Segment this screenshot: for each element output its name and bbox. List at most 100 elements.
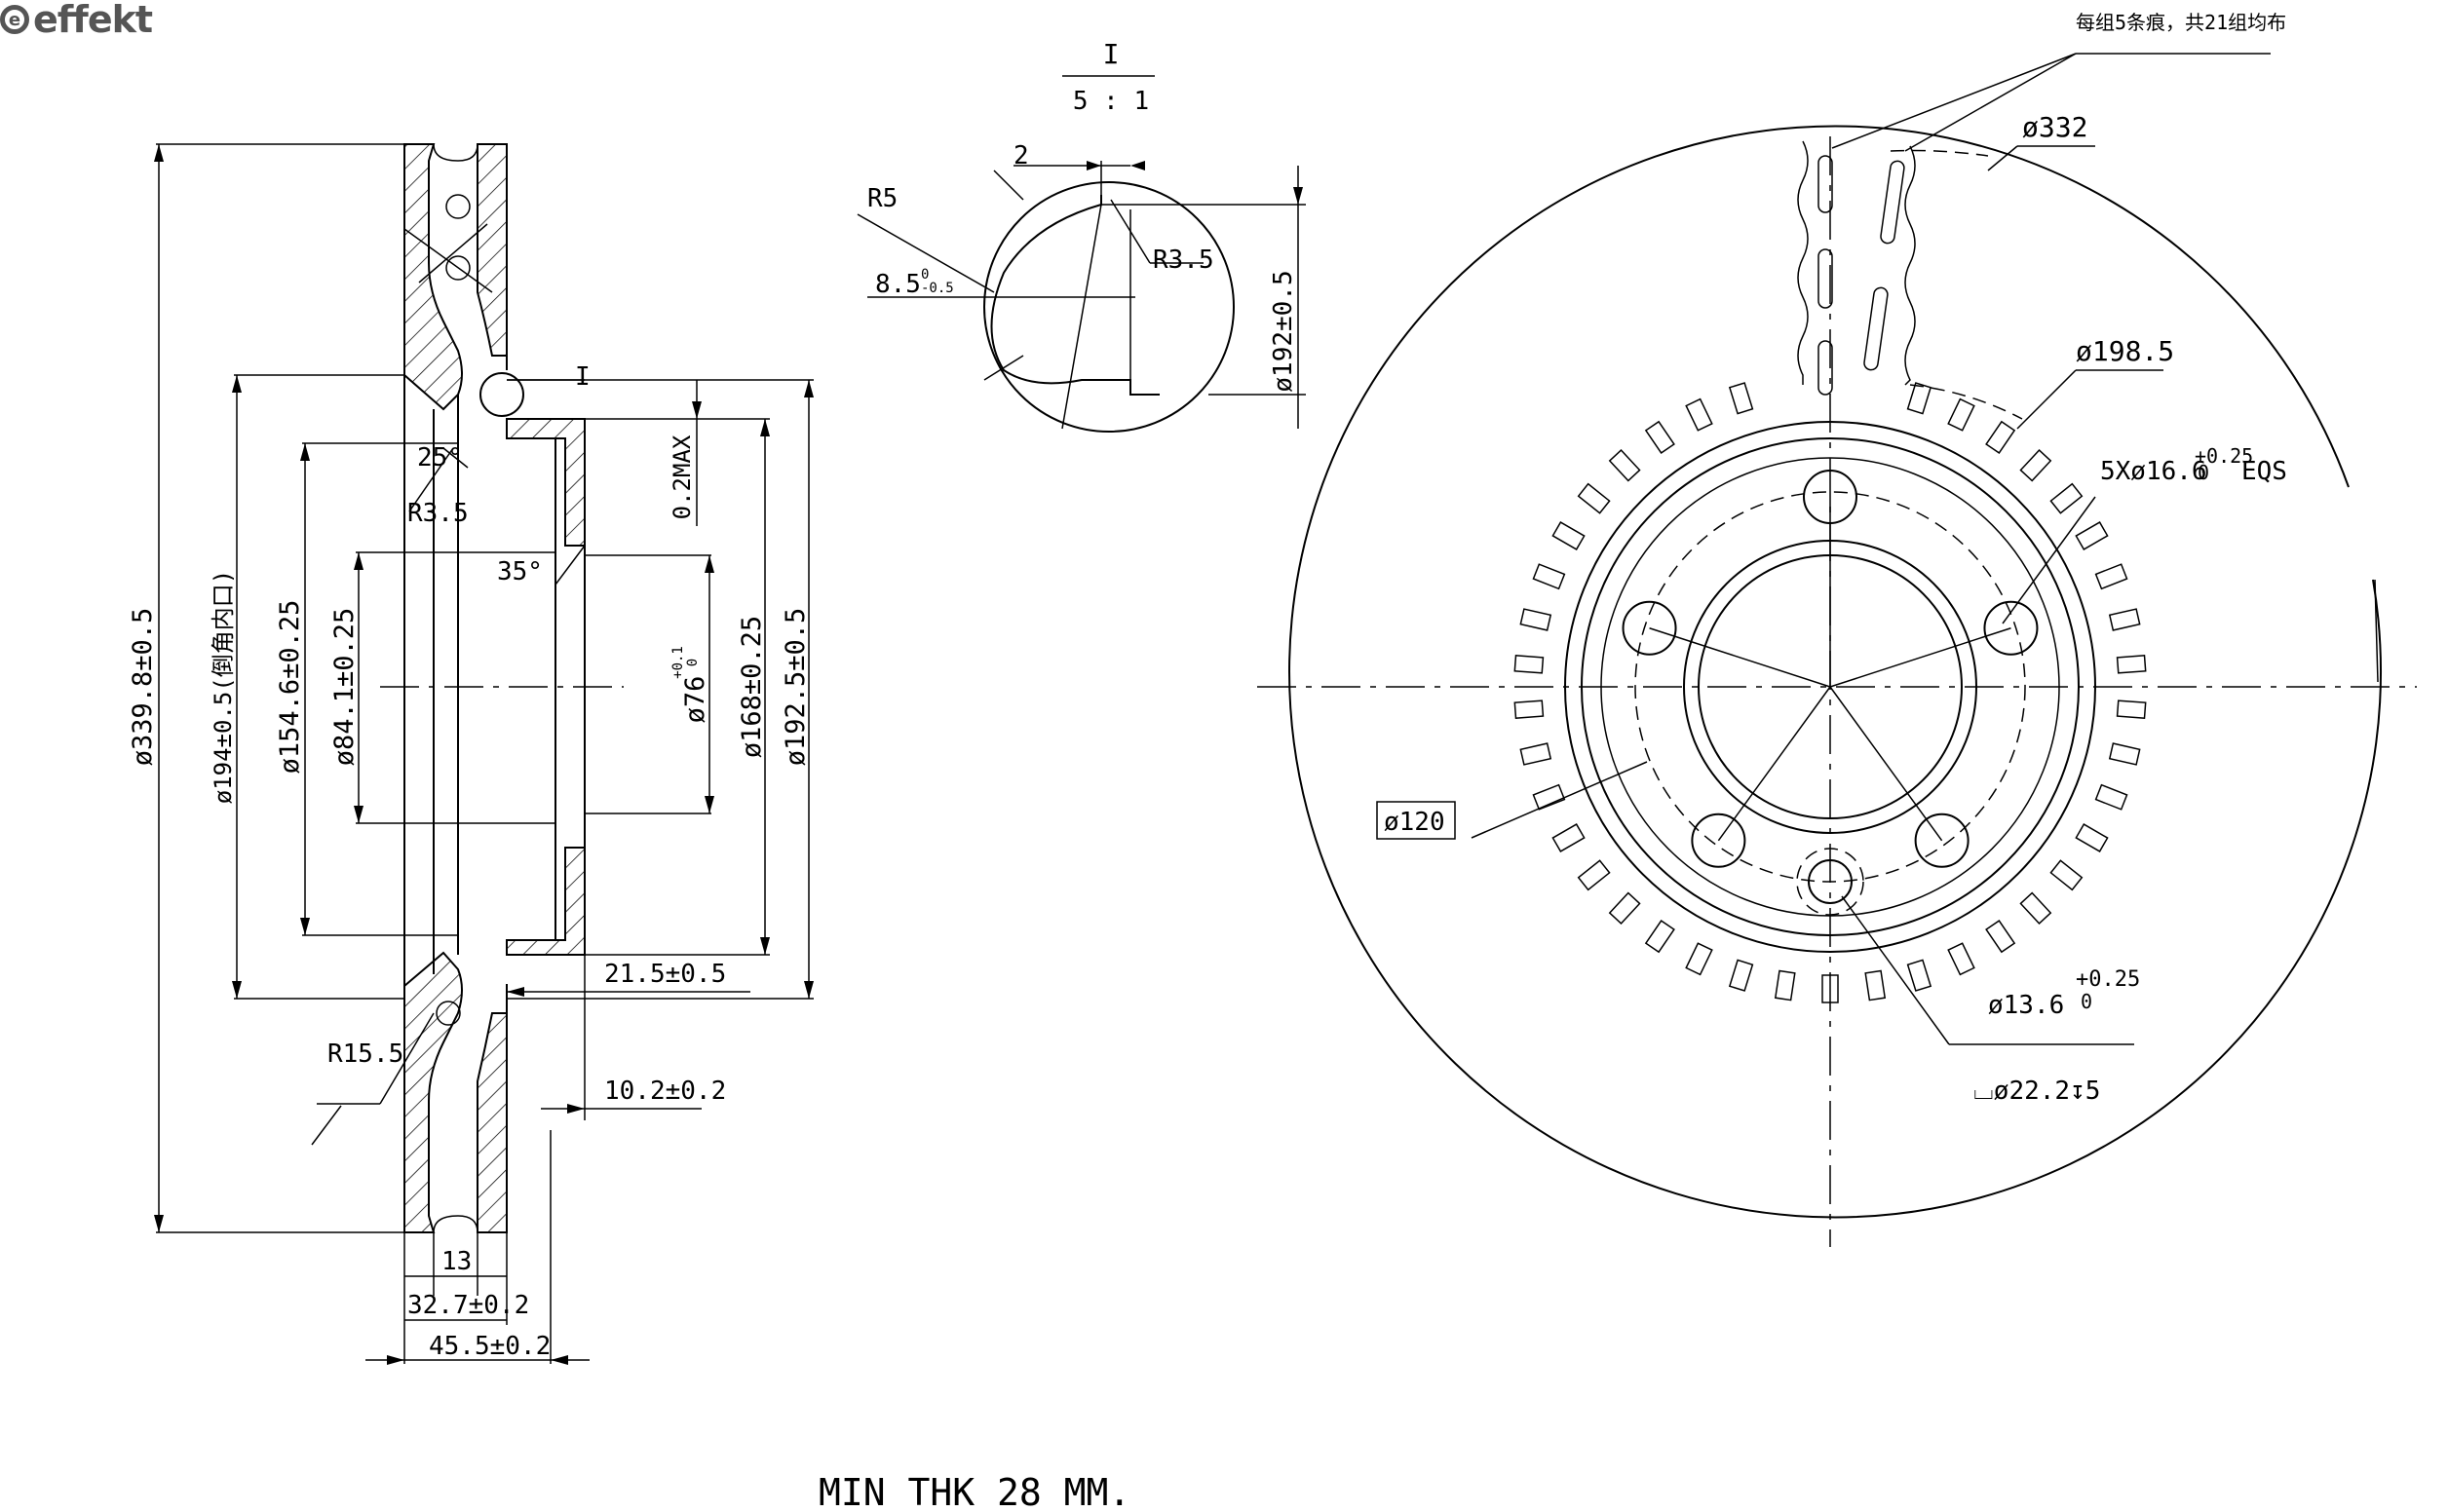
dim-76-tol-lower: 0	[685, 659, 701, 666]
dim-holes: 5Xø16.6	[2100, 457, 2207, 486]
bolt-radials	[1649, 497, 2011, 842]
bolt-hole	[1622, 600, 1677, 656]
vent-window	[1513, 699, 1545, 719]
bolt-hole	[1691, 813, 1746, 868]
dim-d13-6-tol-upper: +0.25	[2076, 967, 2140, 992]
dim-194: ø194±0.5(倒角内口)	[210, 570, 237, 805]
vane-circle	[436, 1001, 461, 1026]
angle-35-label: 35°	[497, 557, 543, 586]
vent-window-ring	[1513, 382, 2147, 1003]
detail-circle	[983, 181, 1235, 433]
section-dimension-lines: I	[154, 143, 814, 1365]
outer-plate-bottom	[477, 1012, 508, 1233]
vent-window	[1551, 823, 1586, 852]
dim-holes-eqs: EQS	[2241, 457, 2287, 486]
dim-76-tol-upper: +0.1	[670, 646, 686, 679]
inner-plate-bottom	[403, 951, 463, 1233]
detail-dim-8-5-tol-lower: -0.5	[921, 281, 954, 296]
bolt-holes	[1622, 470, 2039, 868]
vent-window	[1728, 959, 1754, 992]
brand-logo: e effekt	[0, 0, 153, 41]
radial-line	[1829, 627, 2011, 688]
vent-window	[2019, 448, 2052, 482]
vane-lines	[403, 223, 493, 293]
vent-window	[1864, 969, 1887, 1002]
vent-slot-bottom	[433, 1215, 478, 1233]
hub-hat-bottom	[506, 847, 586, 956]
dim-192-5: ø192.5±0.5	[781, 608, 811, 767]
dim-holes-tol-upper: +0.25	[2195, 444, 2253, 468]
front-view: 每组5条痕，共21组均布 ø332 ø198.5 5Xø16.6 +0.25 0…	[1257, 11, 2417, 1247]
vent-window	[2094, 563, 2128, 590]
slot	[1880, 160, 1905, 245]
detail-label: I	[1103, 38, 1120, 70]
outer-plate-top	[477, 143, 508, 357]
vent-window	[1906, 959, 1932, 992]
vane-circle	[445, 194, 471, 219]
detail-dim-8-5-tol-upper: 0	[921, 267, 929, 283]
vent-window	[1821, 974, 1839, 1003]
slot	[1817, 155, 1833, 213]
bolt-hole	[1983, 600, 2039, 656]
vent-window	[1608, 891, 1641, 926]
inner-plate-top	[403, 143, 463, 411]
dim-32-7: 32.7±0.2	[407, 1291, 529, 1320]
vent-window	[2049, 859, 2084, 891]
vent-window	[1532, 563, 1566, 590]
arc-198	[1909, 384, 2023, 420]
vent-window	[1947, 397, 1975, 432]
dim-76: ø76	[680, 676, 710, 724]
locator-hole	[1808, 859, 1853, 904]
slot	[1817, 340, 1833, 396]
detail-dim-8-5: 8.5	[875, 270, 921, 299]
vent-window	[1519, 742, 1552, 766]
vent-window	[1728, 382, 1754, 415]
dim-holes-tol-lower: 0	[2198, 461, 2209, 484]
vent-window	[1532, 783, 1566, 811]
arc-332	[1890, 149, 1989, 157]
vent-window	[1985, 920, 2016, 954]
dim-counterbore: ⌴ø22.2↧5	[1973, 1077, 2100, 1106]
dim-d13-6-tol-lower: 0	[2081, 990, 2092, 1013]
angle-25-label: 25°	[417, 443, 463, 472]
vent-window	[1644, 420, 1675, 454]
section-outline	[403, 144, 508, 1232]
dim-outer-diameter: ø339.8±0.5	[128, 608, 158, 767]
slot	[1817, 248, 1833, 309]
detail-d-192: ø192±0.5	[1269, 270, 1298, 392]
vent-window	[1985, 420, 2016, 454]
vent-window	[2075, 521, 2109, 550]
r15-5-label: R15.5	[327, 1040, 403, 1069]
vent-window	[1947, 942, 1975, 976]
detail-profile	[990, 195, 1160, 396]
vent-window	[1608, 448, 1641, 482]
dim-21-5: 21.5±0.5	[604, 960, 726, 989]
hub-hat-top	[506, 418, 586, 547]
hat-circle-3	[1600, 457, 2060, 917]
hub-bore	[555, 438, 586, 940]
vent-window	[2075, 823, 2109, 852]
vent-window	[2019, 891, 2052, 926]
dim-168: ø168±0.25	[737, 616, 767, 758]
disc-outer-edge	[1288, 125, 2383, 1219]
vent-window	[2049, 482, 2084, 514]
detail-r3-5: R3.5	[1153, 246, 1214, 275]
vane-circle	[445, 255, 471, 281]
dim-45-5: 45.5±0.2	[429, 1332, 551, 1361]
vent-window	[2108, 608, 2141, 631]
vent-window	[2116, 699, 2147, 719]
disc-edge-break	[2374, 579, 2379, 683]
dim-13: 13	[441, 1247, 472, 1276]
detail-ref-label: I	[575, 362, 591, 392]
detail-r5: R5	[867, 184, 898, 213]
vent-window	[1685, 397, 1713, 432]
hat-circle-2	[1581, 437, 2080, 936]
detail-scale: 5 : 1	[1073, 87, 1149, 116]
slot	[1863, 286, 1889, 371]
effekt-e-icon: e	[0, 5, 29, 34]
detail-I-marker	[479, 372, 524, 417]
vent-window	[2108, 742, 2141, 766]
vent-window	[2116, 655, 2147, 674]
vent-window	[1577, 482, 1611, 514]
